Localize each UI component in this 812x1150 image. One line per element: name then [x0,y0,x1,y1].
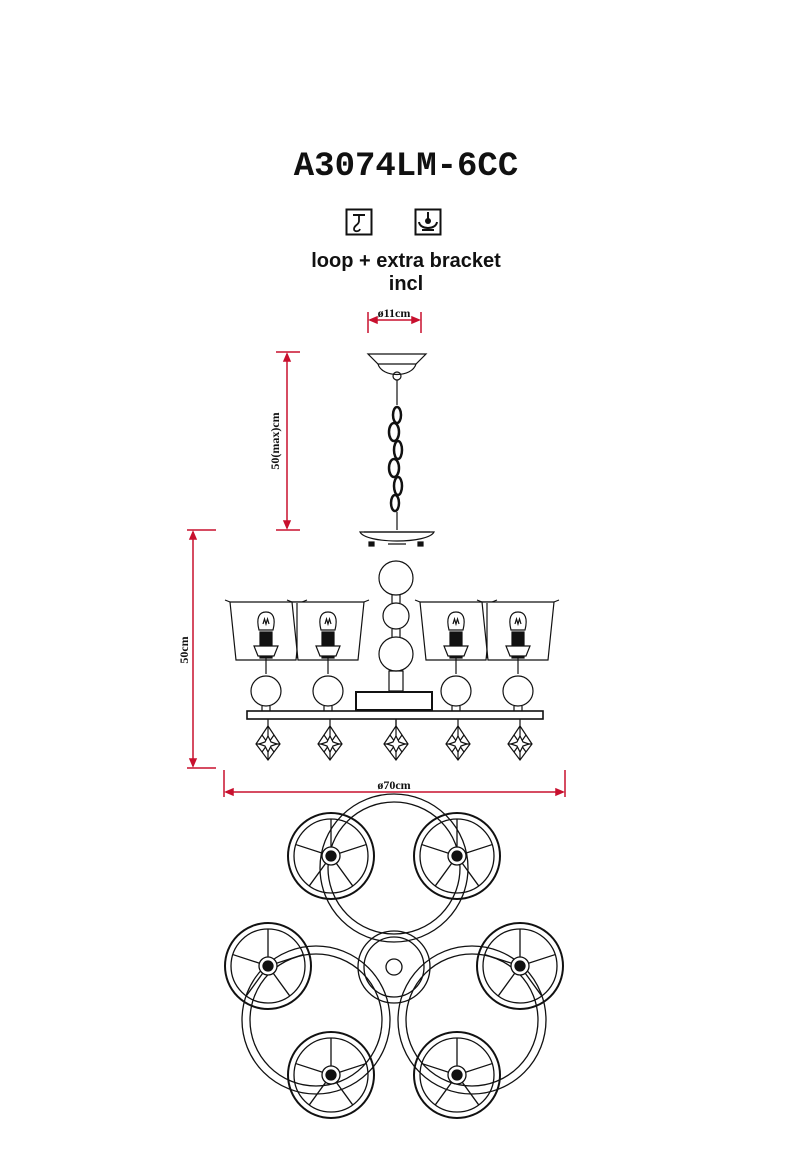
model-title: A3074LM-6CC [293,148,519,186]
chain-length-label: 50(max)cm [268,412,282,469]
socket [449,631,463,659]
crystal-pendant [317,719,343,761]
bracket-mount-icon [414,208,442,236]
lamp-arm [286,599,370,711]
lamp-shade [419,601,493,661]
shade-disc [287,812,375,900]
shade-disc [476,922,564,1010]
bulb [447,611,465,631]
height-label: 50cm [177,636,191,663]
lamp-arm [224,599,308,711]
crystal-pendant [255,719,281,761]
canopy-diameter-label: ø11cm [378,306,411,320]
shade-disc [413,1031,501,1119]
socket [259,631,273,659]
frame-ring [241,945,391,1095]
bulb [319,611,337,631]
lamp-shade [481,601,555,661]
socket [321,631,335,659]
lamp-arm [476,599,560,711]
frame-ring [397,945,547,1095]
center-hub [357,930,431,1004]
lamp-arm [414,599,498,711]
decor-ball [312,675,344,707]
mounting-note-line2: incl [388,273,424,295]
bulb [257,611,275,631]
lamp-shade [291,601,365,661]
diameter-label: ø70cm [377,778,410,792]
socket [511,631,525,659]
shade-disc [287,1031,375,1119]
crystal-pendant [507,719,533,761]
decor-ball [502,675,534,707]
shade-disc [413,812,501,900]
crystal-pendant [383,719,409,761]
decor-ball [440,675,472,707]
lamp-shade [229,601,303,661]
shade-disc [224,922,312,1010]
frame-ring [319,793,469,943]
decor-ball [250,675,282,707]
crystal-pendant [445,719,471,761]
bulb [509,611,527,631]
mounting-note-line1: loop + extra bracket [311,250,501,272]
hook-mount-icon [345,208,373,236]
